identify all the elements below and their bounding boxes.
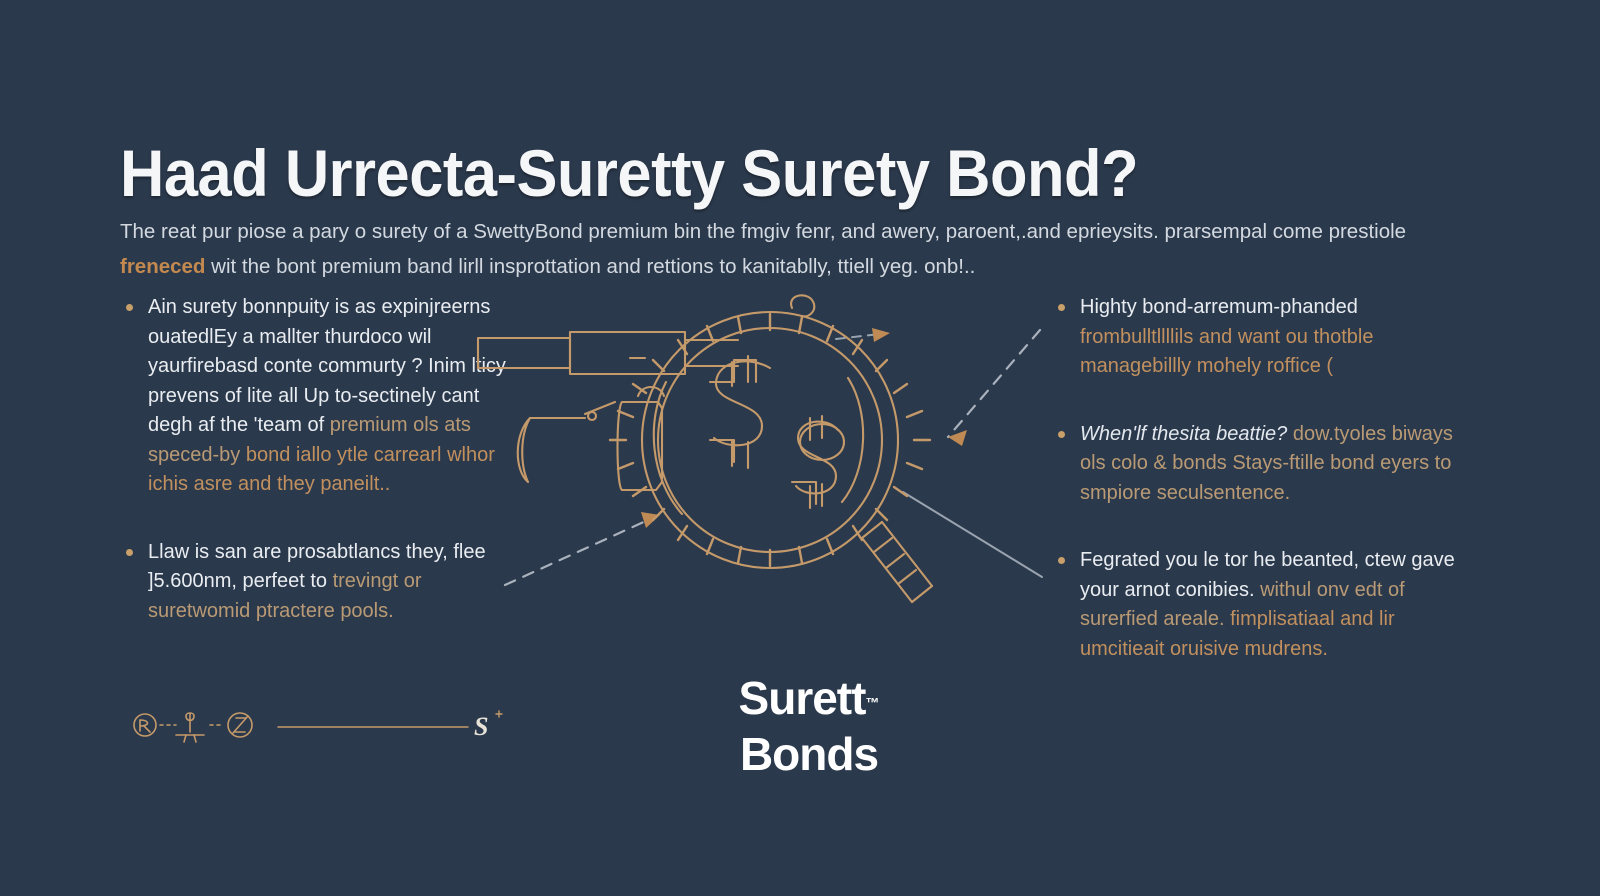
bullet-line: wlhor ichis asre and they paneilt..	[148, 443, 495, 496]
bullet-line: cant degh af the 'team of	[148, 384, 480, 437]
bullet-line: bond iallo ytle carrearl	[245, 443, 442, 466]
list-item-text: Highty bond-arremum-phanded frombulltlll…	[1080, 293, 1472, 382]
bullet-line: withul onv edt of surerfied areale.	[1080, 578, 1405, 631]
dollar-sign-shape	[708, 354, 772, 470]
list-item: When'lf thesita beattie? dow.tyoles biwa…	[1052, 420, 1472, 509]
bullet-dot-icon	[1058, 557, 1065, 564]
brand-logo-line1: Surett	[738, 672, 867, 724]
list-item: Ain surety bonnpuity is as expinjreerns …	[120, 293, 520, 500]
list-item: Fegrated you le tor he beanted, ctew gav…	[1052, 546, 1472, 664]
bullet-line: Ain surety bonnpuity is as	[148, 296, 376, 318]
bullet-line: premium ols ats speced-by	[148, 414, 471, 466]
subtitle-text-before: The reat pur piose a pary o surety of a …	[120, 219, 1407, 243]
coin-shape	[608, 310, 932, 570]
trademark-icon: ™	[865, 694, 880, 711]
bullet-dot-icon	[1058, 430, 1065, 438]
list-item: Highty bond-arremum-phanded frombulltlll…	[1052, 293, 1472, 382]
bullet-line: Highty bond-arremum-phanded	[1080, 296, 1358, 318]
subtitle-highlight: freneced	[120, 254, 206, 278]
list-item-text: When'lf thesita beattie? dow.tyoles biwa…	[1080, 420, 1472, 509]
page-title: Haad Urrecta-Suretty Surety Bond?	[120, 136, 1139, 211]
bullet-line: expinjreerns ouatedlEy a mallter	[148, 296, 491, 348]
bullet-line: seculsentence.	[1156, 481, 1291, 504]
subtitle-text-after: wit the bont premium band lirll insprott…	[205, 254, 976, 278]
bullet-dot-icon	[1058, 304, 1065, 311]
bullet-line: prevens of lite all Up to-sectinely	[148, 384, 436, 407]
bullet-line: dow.tyoles biways ols colo & bonds	[1080, 422, 1453, 475]
bullet-line: fimplisatiaal and lir umcitieait	[1080, 608, 1395, 660]
list-item: Llaw is san are prosabtlancs they, flee …	[120, 538, 520, 627]
list-item-text: Ain surety bonnpuity is as expinjreerns …	[148, 293, 520, 500]
stand-icon	[175, 712, 205, 743]
bullet-line: trevingt or suretwomid ptractere	[148, 570, 422, 622]
circle-slash-icon	[227, 712, 253, 738]
bullet-line: Llaw is san are prosabtlancs	[148, 540, 401, 563]
bullet-dot-icon	[126, 548, 133, 556]
bullet-line: pools.	[340, 599, 394, 622]
brand-logo-line2: Bonds	[739, 728, 879, 780]
bullet-line: Stays-ftille bond eyers to smpiore	[1080, 452, 1452, 504]
list-item-text: Fegrated you le tor he beanted, ctew gav…	[1080, 546, 1472, 664]
bullet-line: frombulltllllils and want ou thotble	[1080, 325, 1374, 348]
bullet-line: When'lf thesita beattie?	[1080, 422, 1288, 445]
circle-badge-icon	[133, 713, 157, 737]
footer-icon-strip: S	[130, 702, 510, 748]
right-column: Highty bond-arremum-phanded frombulltlll…	[1052, 293, 1472, 702]
barrel-shape	[476, 330, 740, 376]
page-subtitle: The reat pur piose a pary o surety of a …	[120, 214, 1460, 284]
magnifier-handle-shape	[860, 520, 934, 604]
bullet-line: oruisive mudrens.	[1170, 637, 1328, 660]
central-illustration	[470, 290, 940, 680]
bullet-dot-icon	[126, 304, 133, 311]
bullet-line: Fegrated you le tor he beanted,	[1080, 549, 1360, 571]
bullet-line: thurdoco wil yaurfirebasd	[148, 325, 432, 378]
bullet-line: ctew gave your arnot conibies.	[1080, 549, 1455, 601]
brand-logo: Surett™ Bonds	[694, 672, 924, 780]
left-column: Ain surety bonnpuity is as expinjreerns …	[120, 293, 520, 664]
list-item-text: Llaw is san are prosabtlancs they, flee …	[148, 538, 520, 627]
bullet-line: conte commurty ? Inim lticy	[263, 355, 506, 377]
footer-end-mark: S	[474, 712, 488, 741]
bullet-line: they, flee ]5.600nm, perfeet to	[148, 540, 486, 593]
arrowhead-icon	[948, 430, 967, 446]
bullet-line: managebillly mohely roffice (	[1080, 355, 1334, 377]
dollar-sign-secondary-shape	[790, 414, 846, 510]
